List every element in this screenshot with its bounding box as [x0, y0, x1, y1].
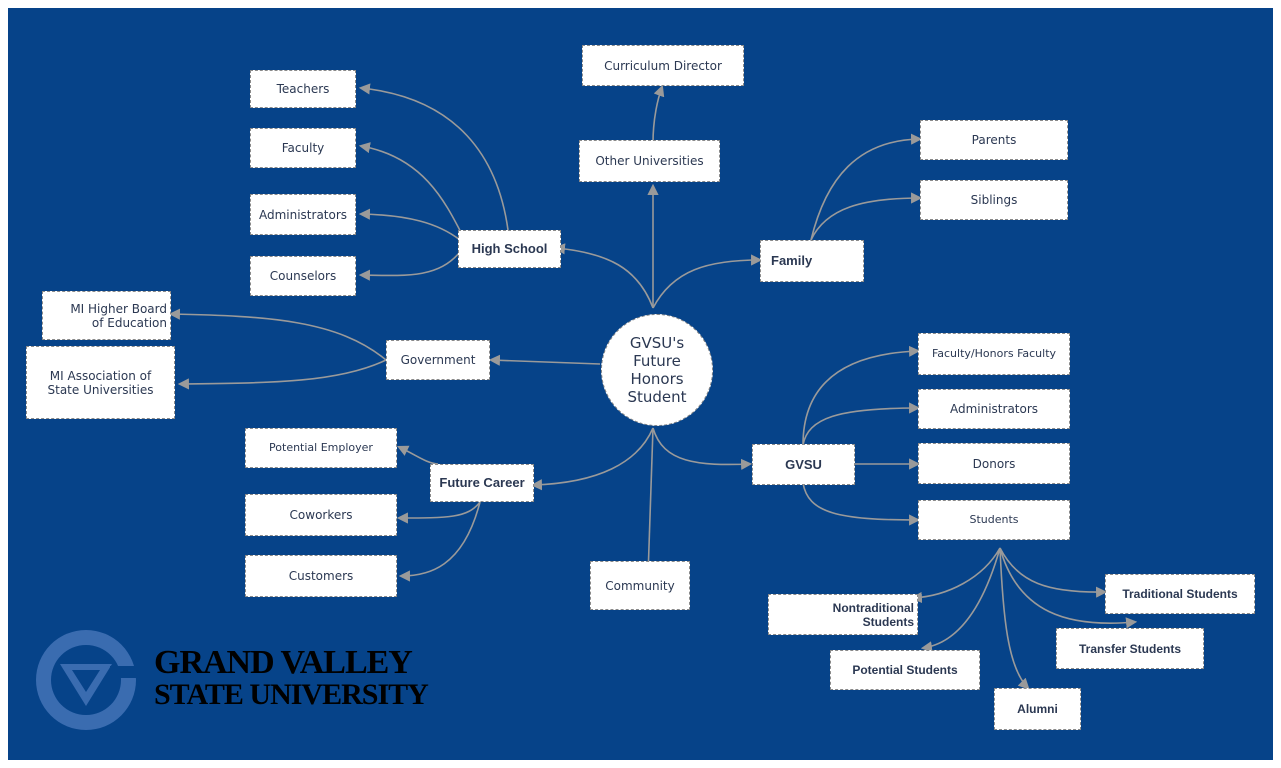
link-career-customers: [398, 501, 481, 582]
link-students-traditional: [999, 547, 1108, 598]
node-community[interactable]: Community: [590, 561, 690, 610]
link-other-universities-curriculum: [652, 84, 665, 144]
link-high-school-teachers: [358, 83, 509, 231]
node-parents[interactable]: Parents: [920, 120, 1068, 160]
link-family-parents: [810, 133, 923, 241]
node-traditional-students[interactable]: Traditional Students: [1105, 574, 1255, 614]
link-center-high-school: [553, 243, 654, 309]
node-high-school[interactable]: High School: [458, 230, 561, 268]
link-gvsu-faculty-honors: [802, 345, 921, 446]
node-administrators-hs[interactable]: Administrators: [250, 194, 356, 235]
logo-line-grand-valley: GRAND VALLEY: [154, 644, 413, 681]
link-government-mi-board: [168, 308, 387, 361]
node-other-universities[interactable]: Other Universities: [579, 140, 720, 182]
node-teachers[interactable]: Teachers: [250, 70, 356, 108]
node-transfer-students[interactable]: Transfer Students: [1056, 628, 1204, 669]
node-faculty[interactable]: Faculty: [250, 128, 356, 168]
link-center-government: [488, 354, 601, 366]
node-family[interactable]: Family: [760, 240, 864, 282]
node-mi-association[interactable]: MI Association of State Universities: [26, 346, 175, 419]
node-faculty-honors[interactable]: Faculty/Honors Faculty: [918, 333, 1070, 375]
center-node[interactable]: GVSU's Future Honors Student: [601, 314, 713, 426]
link-students-alumni: [999, 547, 1030, 690]
connector-layer: [168, 83, 1138, 690]
link-high-school-faculty: [358, 142, 469, 247]
node-potential-employer[interactable]: Potential Employer: [245, 428, 397, 468]
node-potential-students[interactable]: Potential Students: [830, 650, 980, 690]
node-students[interactable]: Students: [918, 500, 1070, 540]
gvsu-emblem-icon: [36, 630, 140, 730]
node-alumni[interactable]: Alumni: [994, 688, 1081, 730]
node-nontraditional-students[interactable]: Nontraditional Students: [768, 594, 918, 635]
link-students-transfer: [999, 547, 1138, 629]
link-students-potential: [920, 547, 1001, 653]
gvsu-logo: GRAND VALLEY STATE UNIVERSITY: [30, 626, 450, 736]
node-siblings[interactable]: Siblings: [920, 180, 1068, 220]
node-coworkers[interactable]: Coworkers: [245, 494, 397, 536]
link-family-siblings: [810, 192, 923, 241]
mind-map-canvas: GVSU's Future Honors Student Curriculum …: [8, 8, 1273, 760]
node-gvsu[interactable]: GVSU: [752, 444, 855, 485]
link-center-family: [652, 254, 763, 309]
link-high-school-counselors: [358, 251, 461, 281]
link-gvsu-students: [802, 482, 921, 526]
node-customers[interactable]: Customers: [245, 555, 397, 597]
node-counselors[interactable]: Counselors: [250, 256, 356, 296]
link-high-school-administrators: [358, 208, 461, 241]
node-mi-higher-board[interactable]: MI Higher Board of Education: [42, 291, 171, 340]
logo-line-state-university: STATE UNIVERSITY: [154, 678, 429, 711]
link-students-nontraditional: [910, 547, 1001, 604]
link-gvsu-administrators: [802, 402, 921, 446]
link-center-community: [642, 427, 654, 579]
link-government-mi-association: [177, 359, 387, 390]
link-career-coworkers: [396, 501, 481, 524]
node-government[interactable]: Government: [386, 340, 490, 380]
node-donors[interactable]: Donors: [918, 443, 1070, 484]
node-future-career[interactable]: Future Career: [430, 464, 534, 502]
node-curriculum-director[interactable]: Curriculum Director: [582, 45, 744, 86]
link-center-future-career: [530, 427, 654, 491]
link-career-employer: [396, 445, 439, 465]
node-administrators-gvsu[interactable]: Administrators: [918, 389, 1070, 429]
link-center-gvsu: [652, 427, 753, 470]
